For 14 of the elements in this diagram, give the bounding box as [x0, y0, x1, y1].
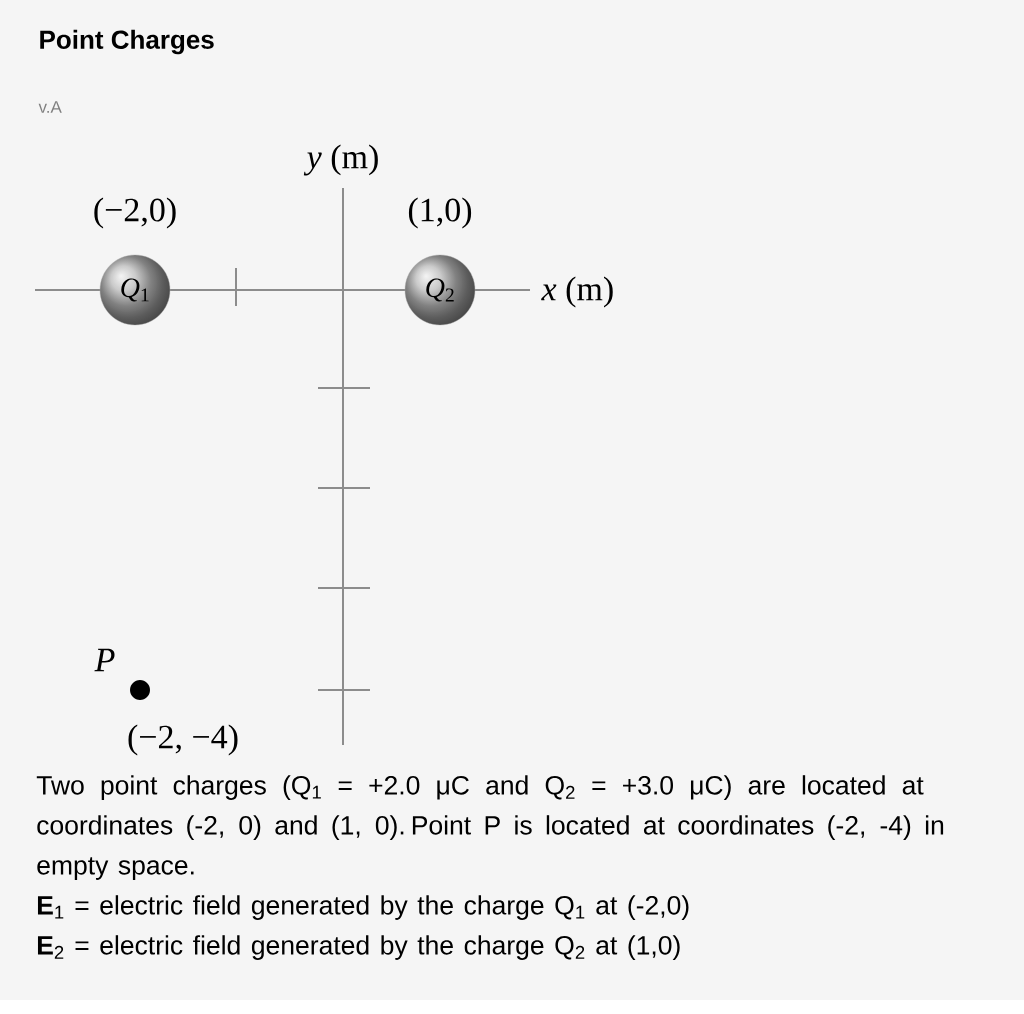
axis-label: x (m) [541, 276, 613, 308]
description-text: Two point charges (Q$_{1}$ = +2.0 μC and Q$_{2}$ = +3.0 μC) are located at coordinates (-2, 0) and (1, 0). Point P is located at coordinates (-2, -4) in empty space. [36, 775, 944, 880]
coordinate-label: P [94, 648, 115, 672]
charge-sphere: Q$_{1}$ [99, 254, 171, 326]
title: Point Charges [40, 29, 214, 55]
description-text: E$_{2}$ = electric field generated by the charge Q$_{2}$ at (1,0) [37, 935, 680, 960]
description-text: E$_{1}$ = electric field generated by the charge Q$_{1}$ at (-2,0) [37, 895, 689, 920]
version-label: v.A [38, 101, 62, 113]
coordinate-label: (−2, −4) [128, 724, 238, 756]
axis-label: y (m) [303, 144, 378, 176]
point-dot [130, 680, 150, 700]
charge-sphere: Q$_{2}$ [404, 254, 476, 326]
coordinate-label: (1,0) [408, 197, 472, 229]
coordinate-label: (−2,0) [94, 197, 176, 229]
